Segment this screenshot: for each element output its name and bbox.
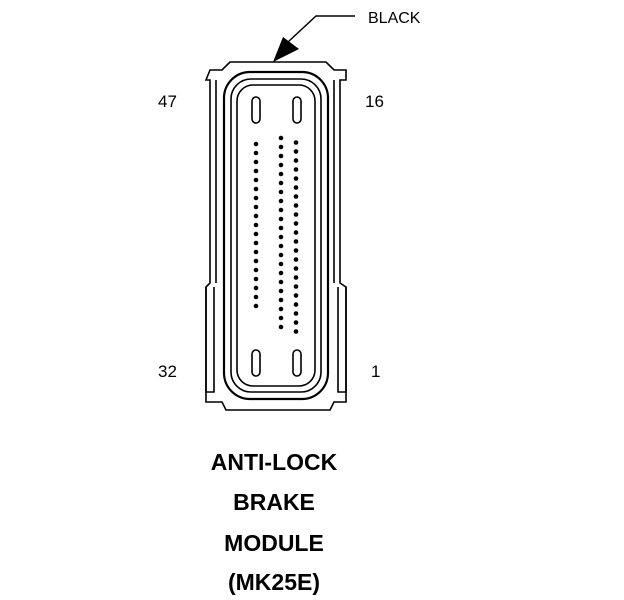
housing-outline	[204, 61, 347, 411]
cavity-dot	[278, 180, 284, 186]
cavity-dot	[278, 234, 284, 240]
title-line-1: ANTI-LOCK	[211, 449, 338, 475]
color-leader	[273, 15, 355, 62]
cavity-dot	[253, 159, 259, 165]
pin-label-32: 32	[158, 362, 177, 381]
cavity-dot	[253, 168, 259, 174]
cavity-dot	[293, 167, 299, 172]
cavity-dot	[278, 252, 284, 258]
cavity-dot	[278, 207, 284, 213]
terminal-slot	[292, 349, 302, 377]
cavity-dot	[278, 153, 284, 159]
pin-label-47: 47	[158, 92, 177, 111]
cavity-dot	[253, 276, 259, 282]
cavity-dot	[278, 135, 284, 141]
cavity-dot	[293, 320, 299, 325]
terminal-slot	[292, 96, 302, 124]
terminal-slots	[251, 96, 302, 377]
component-title: ANTI-LOCK BRAKE MODULE (MK25E)	[211, 449, 338, 595]
cavity-dot	[278, 171, 284, 177]
cavity-dot	[253, 195, 259, 201]
cavity-dot	[293, 176, 299, 181]
title-line-3: MODULE	[224, 530, 324, 556]
cavity-dot	[293, 239, 299, 244]
cavity-dot	[253, 249, 259, 255]
cavity-dot	[293, 275, 299, 280]
cavity-dot	[293, 248, 299, 253]
cavity-dot	[293, 329, 299, 334]
cavity-dot	[293, 293, 299, 298]
cavity-dot	[293, 194, 299, 199]
cavity-dot	[253, 177, 259, 183]
cavity-dot	[293, 158, 299, 163]
cavity-dot	[278, 306, 284, 312]
cavity-dot	[253, 222, 259, 228]
face-inner-ring	[236, 84, 316, 387]
cavity-dot	[278, 297, 284, 303]
cavity-dot	[253, 240, 259, 246]
cavity-dot	[278, 162, 284, 168]
cavity-dot	[293, 221, 299, 226]
cavity-dot	[253, 303, 259, 309]
leader-line	[287, 15, 355, 43]
cavity-dot	[253, 267, 259, 273]
cavity-grid	[253, 135, 299, 334]
cavity-dot	[253, 204, 259, 210]
cavity-dot	[293, 203, 299, 208]
pin-label-16: 16	[365, 92, 384, 111]
cavity-dot	[278, 315, 284, 321]
cavity-dot	[278, 288, 284, 294]
cavity-dot	[278, 216, 284, 222]
color-label: BLACK	[368, 10, 421, 27]
cavity-dot	[293, 284, 299, 289]
cavity-dot	[278, 198, 284, 204]
terminal-slot	[251, 349, 261, 377]
cavity-dot	[278, 261, 284, 267]
cavity-dot	[278, 225, 284, 231]
cavity-dot	[278, 324, 284, 330]
cavity-dot	[253, 285, 259, 291]
cavity-dot	[293, 149, 299, 154]
cavity-dot	[293, 266, 299, 271]
cavity-dot	[253, 150, 259, 156]
cavity-dot	[253, 141, 259, 147]
left-latch	[205, 287, 215, 393]
leader-arrowhead	[273, 37, 299, 62]
cavity-dot	[253, 213, 259, 219]
title-line-2: BRAKE	[233, 489, 315, 515]
face-outer-ring	[222, 70, 330, 401]
cavity-dot	[293, 140, 299, 145]
cavity-dot	[278, 189, 284, 195]
cavity-dot	[293, 230, 299, 235]
cavity-dot	[253, 294, 259, 300]
cavity-dot	[278, 270, 284, 276]
cavity-dot	[278, 279, 284, 285]
right-latch	[337, 287, 347, 393]
connector-body	[204, 61, 347, 411]
terminal-slot	[251, 96, 261, 124]
cavity-dot	[293, 185, 299, 190]
cavity-dot	[293, 302, 299, 307]
cavity-dot	[293, 311, 299, 316]
cavity-dot	[278, 144, 284, 150]
cavity-dot	[253, 186, 259, 192]
cavity-dot	[293, 257, 299, 262]
face-middle-ring	[230, 78, 322, 393]
cavity-dot	[253, 231, 259, 237]
title-line-4: (MK25E)	[228, 569, 320, 595]
pin-label-1: 1	[371, 362, 380, 381]
cavity-dot	[278, 243, 284, 249]
cavity-dot	[293, 212, 299, 217]
cavity-dot	[253, 258, 259, 264]
